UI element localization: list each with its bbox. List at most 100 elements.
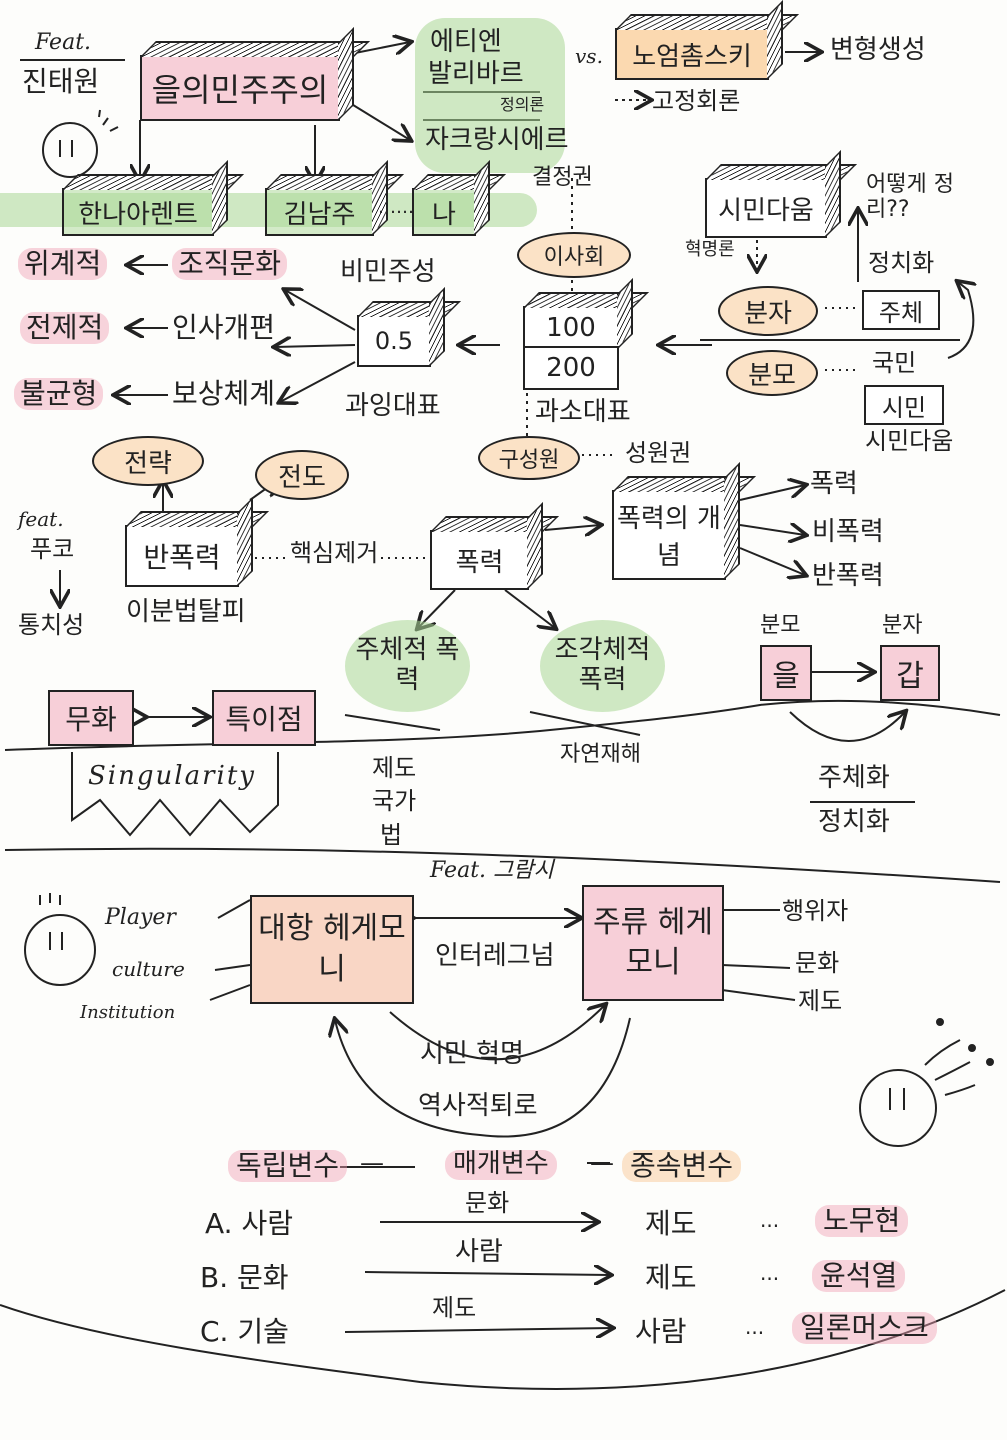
row-a-mid: 문화 — [465, 1189, 510, 1217]
jedo-label: 제도 — [372, 754, 417, 782]
tongchiseong-label: 통치성 — [18, 611, 85, 639]
jeonryak-oval: 전략 — [92, 436, 204, 486]
munhwa-label: 문화 — [795, 949, 840, 977]
muhwa-box: 무화 — [48, 690, 134, 746]
juchehwa-label: 주체화 — [818, 763, 890, 793]
row-b-dep: 제도 — [645, 1261, 697, 1294]
seongwongwon-label: 성원권 — [625, 439, 692, 467]
feat-puko: feat. — [18, 507, 64, 531]
row-c-label: C. 기술 — [200, 1315, 289, 1348]
n100-cube: 100 — [523, 306, 619, 349]
dongnip-label: 독립변수 — [228, 1149, 348, 1183]
hyeokmyeongron-label: 혁명론 — [685, 239, 735, 260]
kimnamju-cube: 김남주 — [265, 188, 374, 236]
interregnum-label: 인터레그넘 — [435, 941, 555, 971]
haeksim-label: 핵심제거 — [290, 539, 379, 568]
jogakjeok-label: 조각체적 폭력 — [540, 620, 665, 712]
row-c-ellipsis: ··· — [745, 1321, 765, 1345]
wigyejeok-label: 위계적 — [18, 247, 108, 281]
ibunbeop-label: 이분법탈피 — [126, 597, 246, 627]
gwaing-label: 과잉대표 — [345, 391, 441, 421]
row-a-name: 노무현 — [815, 1204, 909, 1238]
pokryeok-cube: 폭력 — [430, 530, 529, 590]
simin-box: 시민 — [864, 385, 944, 425]
institution-label: Institution — [80, 1002, 176, 1023]
beop-label: 법 — [380, 821, 403, 849]
balibar-label: 발리바르 — [428, 59, 524, 89]
teugijeom-box: 특이점 — [212, 690, 316, 746]
row-c-name: 일론머스크 — [792, 1311, 937, 1345]
gukga-label: 국가 — [372, 787, 417, 815]
juchejeok-label: 주체적 폭력 — [345, 620, 470, 712]
violence-2: 비폭력 — [812, 517, 884, 547]
jeongchihwa-label: 정치화 — [818, 807, 890, 837]
bunmo-oval: 분모 — [726, 350, 818, 396]
gukmin-label: 국민 — [872, 349, 917, 377]
n200-box: 200 — [523, 346, 619, 390]
jacques-label: 자크랑시에르 — [425, 125, 569, 155]
row-b-mid: 사람 — [455, 1237, 503, 1267]
banpokryeok-cube: 반폭력 — [125, 525, 239, 587]
jayeon-label: 자연재해 — [560, 742, 641, 767]
juryu-box: 주류 헤게모니 — [582, 885, 724, 1001]
guseongwon-oval: 구성원 — [478, 436, 580, 480]
bunja-label: 분자 — [882, 613, 923, 638]
row-c-dep: 사람 — [635, 1315, 687, 1348]
gwaso-label: 과소대표 — [535, 397, 631, 427]
vs-label: vs. — [575, 44, 603, 68]
bulgyunhyeong-label: 불균형 — [14, 377, 104, 411]
row-a-label: A. 사람 — [205, 1207, 293, 1240]
feat-label: Feat. — [35, 30, 92, 55]
eotteoke-label: 어떻게 정리?? — [866, 172, 954, 223]
bosang-label: 보상체계 — [172, 377, 276, 410]
etienne-label: 에티엔 — [430, 27, 502, 57]
green-highlight — [415, 18, 565, 173]
singularity-label: Singularity — [88, 761, 256, 791]
bunmo-label: 분모 — [760, 613, 801, 638]
simin-damun2-label: 시민다움 — [865, 427, 954, 455]
dash-2: — — [590, 1149, 614, 1177]
row-c-mid: 제도 — [432, 1294, 477, 1322]
row-a-ellipsis: ··· — [760, 1214, 780, 1238]
jeongeuiron-label: 정의론 — [500, 95, 545, 114]
byeonhyeong-label: 변형생성 — [830, 35, 926, 65]
player-label: Player — [105, 905, 176, 930]
maegae-label: 매개변수 — [445, 1149, 557, 1180]
dash-1: — — [360, 1149, 384, 1177]
row-dots: …… — [378, 197, 414, 218]
bimiu-label: 비민주성 — [340, 257, 436, 287]
culture-label: culture — [112, 957, 185, 981]
daehang-box: 대항 헤게모니 — [250, 895, 414, 1004]
jojik-label: 조직문화 — [172, 247, 288, 281]
juche-box: 주체 — [862, 290, 940, 330]
row-b-label: B. 문화 — [200, 1261, 289, 1294]
violence-1: 폭력 — [810, 469, 858, 499]
gap-box: 갑 — [880, 645, 940, 701]
half-cube: 0.5 — [357, 315, 431, 367]
feat-gramsci: Feat. 그람시 — [430, 858, 554, 883]
jeonjejeok-label: 전제적 — [20, 311, 110, 345]
insa-label: 인사개편 — [172, 311, 276, 344]
hannah-cube: 한나아렌트 — [62, 188, 214, 236]
eul-box: 을 — [760, 645, 812, 701]
igyeong-label: 고정회론 — [652, 87, 741, 115]
yeoksajeok-label: 역사적퇴로 — [418, 1091, 538, 1121]
noam-cube: 노엄촘스키 — [615, 28, 769, 80]
row-b-ellipsis: ··· — [760, 1267, 780, 1291]
jeondo-oval: 전도 — [255, 450, 349, 500]
na-cube: 나 — [412, 188, 476, 236]
jeongchiwa-label: 정치화 — [868, 249, 935, 277]
row-a-dep: 제도 — [645, 1207, 697, 1240]
simin-damun-cube: 시민다움 — [705, 178, 827, 238]
jongsok-label: 종속변수 — [622, 1149, 742, 1183]
isahoe-oval: 이사회 — [517, 232, 631, 278]
violence-3: 반폭력 — [812, 561, 884, 591]
simin-hyeokmyeong-label: 시민 혁명 — [420, 1039, 524, 1069]
bunja-oval: 분자 — [718, 286, 818, 336]
jintaewon-label: 진태원 — [22, 65, 100, 98]
jedo-hegemony-label: 제도 — [798, 987, 843, 1015]
gaenyeom-cube: 폭력의 개념 — [612, 490, 726, 580]
haengwija-label: 행위자 — [782, 897, 849, 925]
eul-democracy-cube: 을의민주주의 — [140, 55, 340, 121]
gyeoljeong-label: 결정권 — [532, 165, 593, 190]
